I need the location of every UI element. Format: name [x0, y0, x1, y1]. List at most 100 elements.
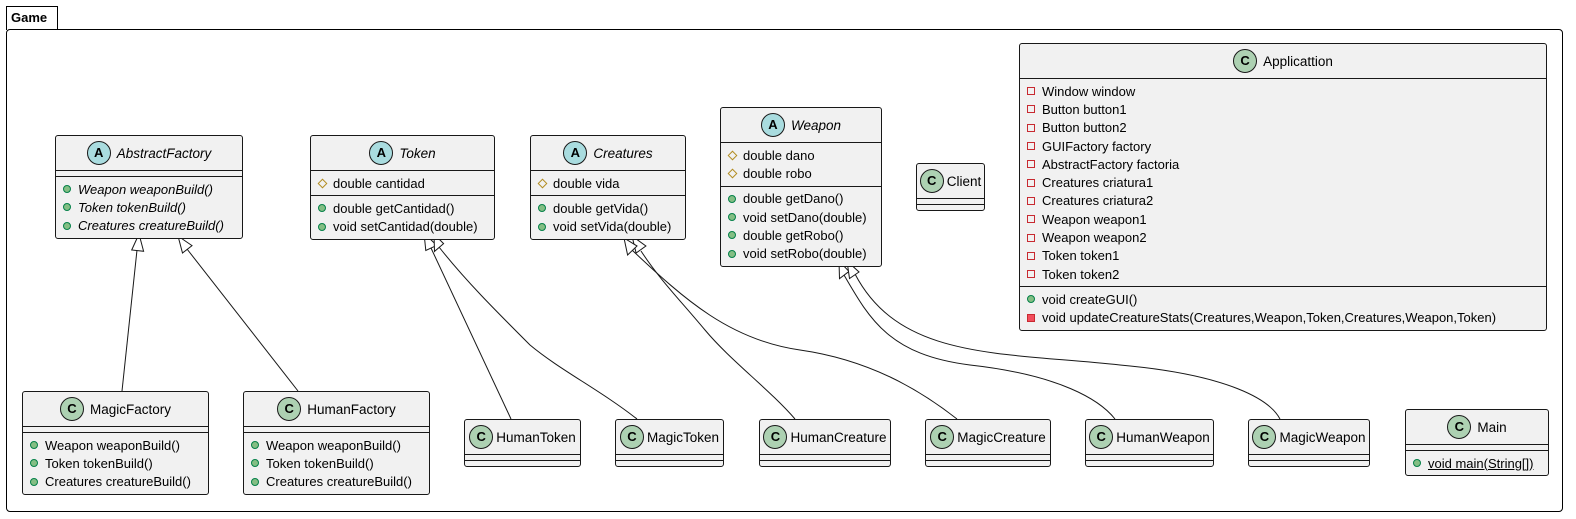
class-name: MagicToken	[646, 429, 720, 445]
class-icon: C	[919, 169, 944, 193]
field: Button button1	[1026, 100, 1540, 118]
edge-humantoken-token	[430, 247, 512, 420]
private-icon	[1027, 215, 1035, 224]
class-main[interactable]: C Main void main(String[])	[1405, 409, 1549, 477]
class-header: A Weapon	[721, 108, 881, 142]
public-icon	[30, 477, 38, 486]
class-header: A Token	[311, 136, 494, 170]
edge-magicweapon-weapon	[854, 273, 1281, 420]
class-token[interactable]: A Token double cantidad double getCantid…	[310, 135, 495, 240]
method: Token tokenBuild()	[29, 454, 202, 472]
methods-section: double getVida() void setVida(double)	[531, 195, 685, 239]
method: Weapon weaponBuild()	[62, 180, 236, 198]
method: void setCantidad(double)	[317, 218, 488, 236]
class-name: Main	[1477, 419, 1507, 435]
class-header: C Main	[1406, 410, 1548, 444]
methods-section	[1249, 460, 1369, 466]
class-humantoken[interactable]: C HumanToken	[464, 419, 581, 467]
method: void setDano(double)	[727, 208, 875, 226]
field: Weapon weapon1	[1026, 210, 1540, 228]
class-weapon[interactable]: A Weapon double dano double robo double …	[720, 107, 882, 267]
protected-icon	[727, 168, 738, 179]
class-name: HumanToken	[496, 429, 576, 445]
method: void updateCreatureStats(Creatures,Weapo…	[1026, 309, 1540, 327]
class-creatures[interactable]: A Creatures double vida double getVida()…	[530, 135, 686, 240]
methods-section: Weapon weaponBuild() Token tokenBuild() …	[23, 432, 208, 494]
private-icon	[1027, 142, 1035, 151]
fields-section	[1406, 444, 1548, 450]
class-client[interactable]: C Client	[916, 163, 985, 211]
class-icon: C	[1252, 425, 1277, 449]
edge-humanfactory-abstractfactory	[186, 248, 299, 392]
method: void setRobo(double)	[727, 244, 875, 262]
field: double robo	[727, 164, 875, 182]
field: GUIFactory factory	[1026, 137, 1540, 155]
field: AbstractFactory factoria	[1026, 155, 1540, 173]
class-icon: C	[1089, 425, 1114, 449]
fields-section	[917, 198, 984, 204]
class-name: Token	[399, 145, 436, 161]
methods-section	[465, 460, 580, 466]
class-icon: C	[469, 425, 494, 449]
class-icon: C	[1233, 49, 1258, 73]
edge-magictoken-token	[438, 246, 638, 420]
class-name: MagicWeapon	[1279, 429, 1366, 445]
edge-magiccreature-creatures	[631, 249, 958, 420]
class-magicweapon[interactable]: C MagicWeapon	[1248, 419, 1370, 467]
class-icon: C	[59, 397, 84, 421]
class-name: Creatures	[593, 145, 653, 161]
class-name: Client	[946, 173, 982, 189]
methods-section	[926, 460, 1050, 466]
field: Creatures criatura1	[1026, 173, 1540, 191]
class-magicfactory[interactable]: C MagicFactory Weapon weaponBuild() Toke…	[22, 391, 209, 495]
fields-section	[465, 454, 580, 460]
class-icon: C	[930, 425, 955, 449]
method: void main(String[])	[1412, 454, 1542, 472]
method: Token tokenBuild()	[250, 454, 423, 472]
methods-section	[760, 460, 890, 466]
private-icon	[1027, 270, 1035, 279]
public-icon	[63, 185, 71, 194]
class-name: Applicattion	[1263, 53, 1333, 69]
public-icon	[1027, 295, 1035, 304]
methods-section	[917, 204, 984, 210]
edge-humancreature-creatures	[640, 250, 796, 420]
method: Creatures creatureBuild()	[62, 217, 236, 235]
public-icon	[728, 194, 736, 203]
class-applicattion[interactable]: C Applicattion Window window Button butt…	[1019, 43, 1547, 331]
class-name: MagicFactory	[89, 401, 172, 417]
field: double vida	[537, 174, 679, 192]
class-magiccreature[interactable]: C MagicCreature	[925, 419, 1051, 467]
class-abstractfactory[interactable]: A AbstractFactory Weapon weaponBuild() T…	[55, 135, 243, 239]
method: Creatures creatureBuild()	[29, 473, 202, 491]
class-header: A Creatures	[531, 136, 685, 170]
class-name: HumanCreature	[790, 429, 887, 445]
public-icon	[538, 204, 546, 213]
class-name: MagicCreature	[957, 429, 1046, 445]
class-magictoken[interactable]: C MagicToken	[615, 419, 724, 467]
method: double getVida()	[537, 199, 679, 217]
class-header: C Applicattion	[1020, 44, 1546, 78]
class-header: C HumanWeapon	[1086, 420, 1213, 454]
methods-section: void createGUI() void updateCreatureStat…	[1020, 286, 1546, 330]
abstract-class-icon: A	[760, 113, 785, 137]
method: Token tokenBuild()	[62, 198, 236, 216]
class-humanfactory[interactable]: C HumanFactory Weapon weaponBuild() Toke…	[243, 391, 430, 495]
arrowhead-abstractfactory-1	[130, 232, 145, 252]
class-humanweapon[interactable]: C HumanWeapon	[1085, 419, 1214, 467]
fields-section	[1249, 454, 1369, 460]
class-icon: C	[277, 397, 302, 421]
methods-section: double getCantidad() void setCantidad(do…	[311, 195, 494, 239]
field: Token token2	[1026, 265, 1540, 283]
protected-icon	[537, 178, 548, 189]
method: Creatures creatureBuild()	[250, 473, 423, 491]
methods-section: double getDano() void setDano(double) do…	[721, 185, 881, 266]
class-header: C MagicFactory	[23, 392, 208, 426]
methods-section	[616, 460, 723, 466]
public-icon	[728, 231, 736, 240]
class-humancreature[interactable]: C HumanCreature	[759, 419, 891, 467]
private-icon	[1027, 233, 1035, 242]
class-header: C HumanFactory	[244, 392, 429, 426]
package-name: Game	[11, 10, 48, 25]
public-icon	[63, 203, 71, 212]
